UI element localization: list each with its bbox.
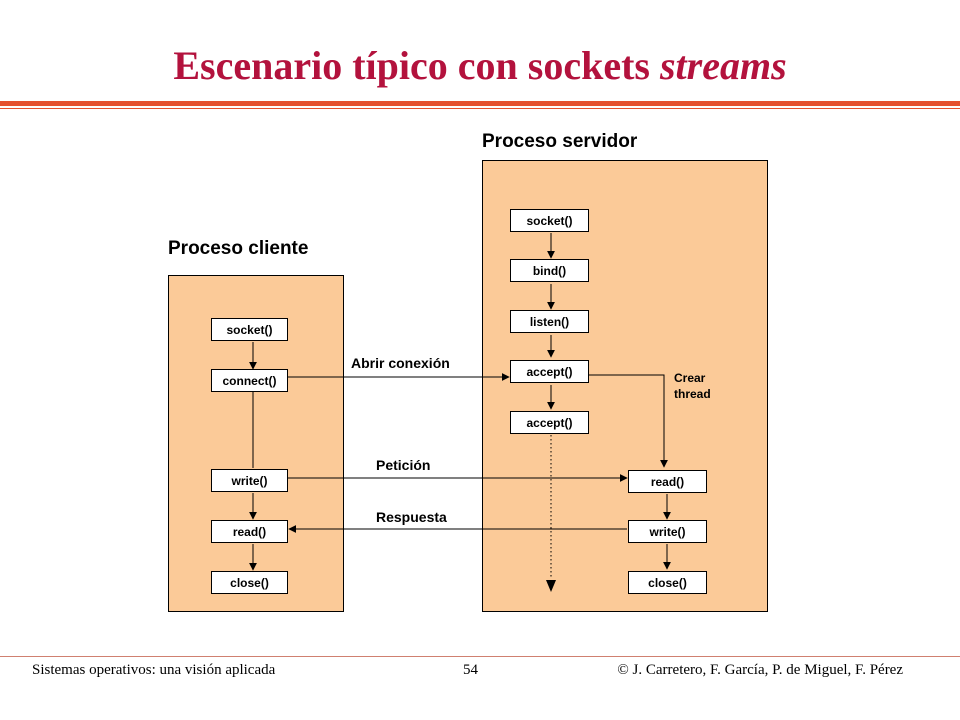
open-connection-label: Abrir conexión [351,355,450,371]
client-close-box: close() [211,571,288,594]
server-process-title: Proceso servidor [482,131,638,152]
create-thread-label: Crear thread [674,370,711,402]
title-rule-thin [0,108,960,109]
create-thread-label-line1: Crear [674,371,706,385]
footer-page-number: 54 [463,662,478,678]
create-thread-label-line2: thread [674,387,711,401]
server-socket-box: socket() [510,209,589,232]
server-bind-box: bind() [510,259,589,282]
server-accept-box: accept() [510,360,589,383]
footer-rule [0,656,960,657]
create-thread-arrow [588,374,668,468]
client-read-box: read() [211,520,288,543]
footer-authors: © J. Carretero, F. García, P. de Miguel,… [617,662,903,678]
slide-title: Escenario típico con sockets streams [0,42,960,89]
response-label: Respuesta [376,509,447,525]
client-connect-box: connect() [211,369,288,392]
client-process-title: Proceso cliente [168,238,309,259]
slide-title-main: Escenario típico con sockets [173,43,660,88]
server-listen-box: listen() [510,310,589,333]
client-socket-box: socket() [211,318,288,341]
title-rule-thick [0,101,960,106]
server-close-box: close() [628,571,707,594]
server-write-box: write() [628,520,707,543]
request-label: Petición [376,457,431,473]
slide-title-italic: streams [659,43,787,88]
client-write-box: write() [211,469,288,492]
server-read-box: read() [628,470,707,493]
footer-book: Sistemas operativos: una visión aplicada [32,662,276,678]
server-dotted-arrowhead [546,580,556,592]
server-accept-box-2: accept() [510,411,589,434]
server-process-panel [482,160,768,612]
